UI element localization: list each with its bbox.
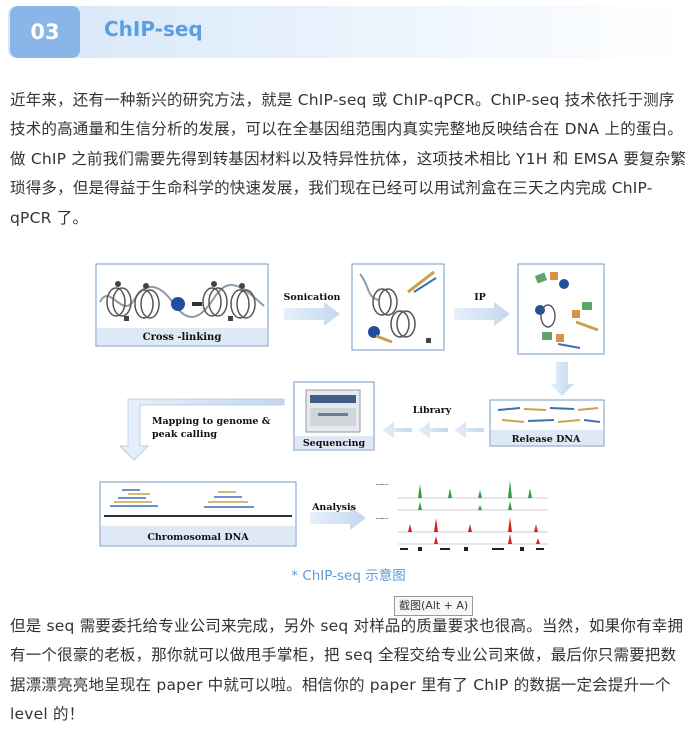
release-dna-panel: Release DNA <box>489 399 605 447</box>
figure-caption: * ChIP-seq 示意图 <box>291 568 406 584</box>
sonication-label: Sonication <box>284 292 341 303</box>
ip-arrow <box>454 302 510 326</box>
section-title: ChIP-seq <box>104 17 203 41</box>
section-number-badge: 03 <box>10 6 80 58</box>
intro-paragraph: 近年来，还有一种新兴的研究方法，就是 ChIP-seq 或 ChIP-qPCR。… <box>10 91 687 227</box>
mapping-label-line1: Mapping to genome & <box>152 416 271 427</box>
sonication-arrow <box>284 302 340 326</box>
sonication-panel <box>351 263 445 351</box>
cross-linking-label: Cross -linking <box>143 332 222 343</box>
chromosomal-dna-panel: Chromosomal DNA <box>99 481 297 547</box>
library-label: Library <box>413 405 452 416</box>
svg-text:━ ━━ ━: ━ ━━ ━ <box>375 482 389 487</box>
chip-seq-diagram: Cross -linking Sonication IP <box>95 263 605 551</box>
analysis-label: Analysis <box>311 502 356 513</box>
mapping-label-line2: peak calling <box>152 429 217 440</box>
ip-panel <box>517 263 605 355</box>
svg-text:━ ━━ ━: ━ ━━ ━ <box>375 516 389 521</box>
down-arrow <box>550 362 574 396</box>
analysis-arrow <box>310 506 366 530</box>
sequencing-panel: Sequencing <box>293 381 375 451</box>
library-arrows <box>382 422 484 438</box>
screenshot-tooltip: 截图(Alt + A) <box>394 596 474 616</box>
section-header <box>8 6 688 58</box>
genome-tracks: ━ ━━ ━ ━ ━━ ━ <box>375 480 548 551</box>
release-dna-label: Release DNA <box>512 434 581 445</box>
cross-linking-panel: Cross -linking <box>95 263 269 347</box>
sequencing-label: Sequencing <box>303 438 366 449</box>
closing-paragraph: 但是 seq 需要委托给专业公司来完成，另外 seq 对样品的质量要求也很高。当… <box>10 617 684 724</box>
chromosomal-dna-label: Chromosomal DNA <box>147 532 249 543</box>
ip-label: IP <box>474 292 486 303</box>
mapping-arrow <box>119 398 285 461</box>
